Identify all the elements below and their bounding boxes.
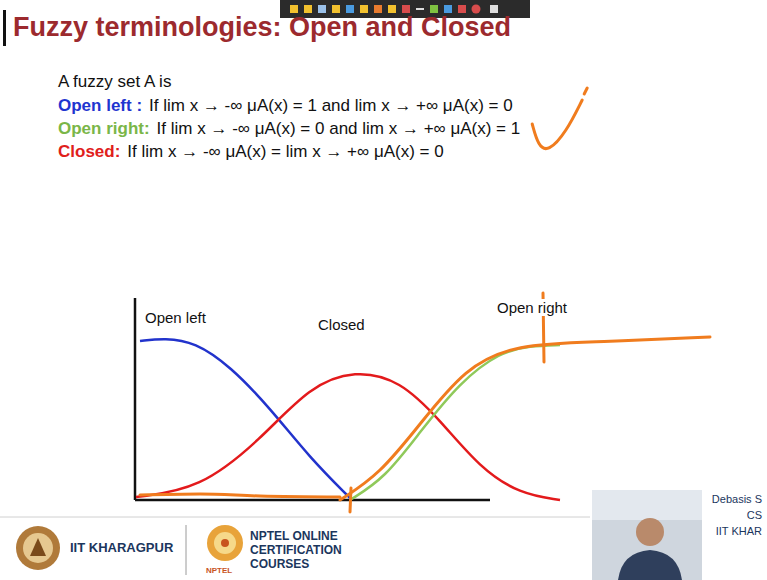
definition: If lim x → -∞ μA(x) = 0 and lim x → +∞ μ… <box>157 119 521 139</box>
pen-curve <box>340 337 710 500</box>
y-axis <box>134 298 137 500</box>
course-name: NPTEL ONLINE CERTIFICATION COURSES <box>250 530 400 571</box>
pen-check <box>532 100 582 149</box>
slide-title: Fuzzy terminologies: Open and Closed <box>13 12 511 43</box>
footer-divider <box>186 525 187 575</box>
institute-name: IIT KHAR <box>716 525 762 538</box>
intro-text: A fuzzy set A is <box>58 72 171 92</box>
curve-label: Open left <box>145 309 206 326</box>
title-bar <box>3 10 6 46</box>
nptel-logo <box>207 525 243 561</box>
curve-label: Open right <box>495 299 569 316</box>
department: CS <box>747 509 762 522</box>
closed-curve <box>136 374 560 500</box>
open-right-curve <box>350 345 560 500</box>
speaker-video <box>592 490 702 580</box>
term-name: Open right: <box>58 119 150 139</box>
open-left-curve <box>140 339 350 498</box>
logo-text: NPTEL <box>206 566 232 575</box>
definition: If lim x → -∞ μA(x) = lim x → +∞ μA(x) =… <box>127 142 443 162</box>
pen-tick <box>350 488 351 512</box>
institute-name: IIT KHARAGPUR <box>70 541 173 556</box>
footer-rule <box>0 517 590 518</box>
term-name: Closed: <box>58 142 120 162</box>
pen-baseline <box>140 494 340 497</box>
definition: If lim x → -∞ μA(x) = 1 and lim x → +∞ μ… <box>149 96 513 116</box>
instructor-name: Debasis S <box>712 493 762 506</box>
iit-logo <box>16 526 60 570</box>
pen-mark <box>584 88 587 94</box>
term-name: Open left : <box>58 96 142 116</box>
curve-label: Closed <box>318 316 365 333</box>
x-axis <box>135 499 490 502</box>
